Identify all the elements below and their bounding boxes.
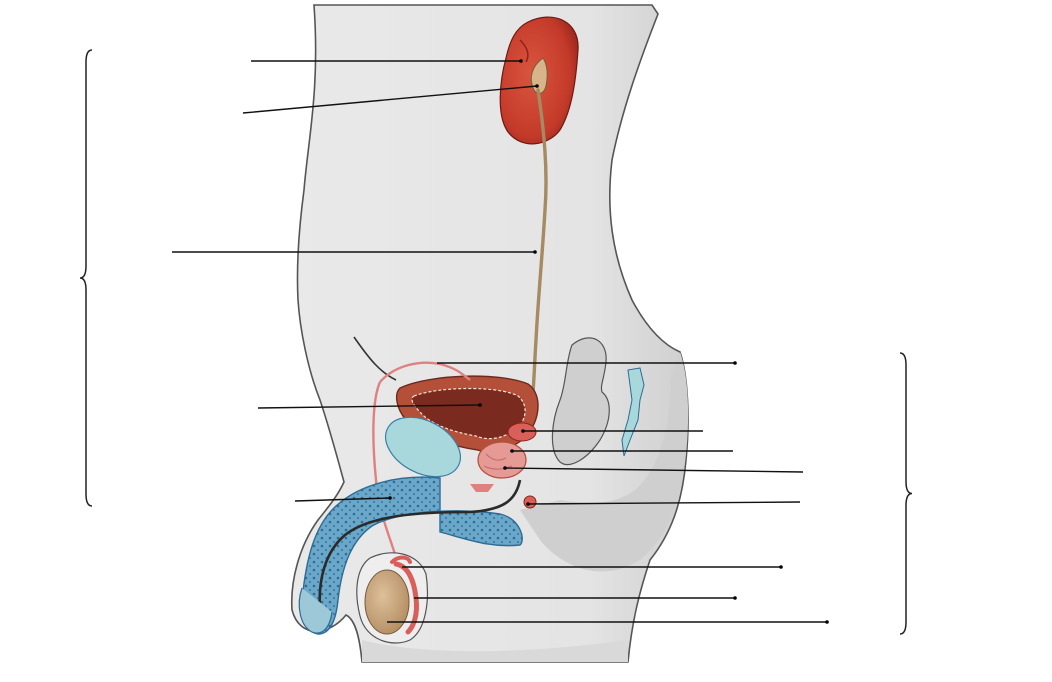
leader-vas-deferens-lower-anchor: [733, 596, 737, 600]
leader-bulbourethral-gland: [527, 501, 801, 505]
buttock-shadow: [520, 352, 689, 572]
brackets: [79, 49, 913, 635]
leader-prostate: [504, 467, 804, 473]
leader-urethra-anchor: [388, 496, 392, 500]
leader-renal-pelvis-anchor: [535, 84, 539, 88]
leader-bulbourethral-gland-anchor: [526, 502, 530, 506]
sacrum: [551, 337, 645, 466]
leader-renal-pelvis: [242, 85, 538, 114]
leader-urethra: [294, 497, 391, 502]
glans-penis: [298, 587, 333, 634]
corpus-cavernosum: [300, 476, 523, 635]
leader-vas-deferens-upper-anchor: [733, 361, 737, 365]
ureter: [528, 88, 548, 417]
organs: [298, 16, 645, 644]
prostate-lobules: [483, 453, 513, 470]
vas-deferens-upper: [379, 361, 471, 383]
bladder-lumen: [411, 387, 526, 440]
urogenital-diaphragm: [470, 484, 494, 492]
leader-kidney-anchor: [519, 59, 523, 63]
leader-bladder: [257, 404, 481, 409]
penis: [298, 476, 523, 635]
bracket-urinary: [79, 49, 93, 507]
pubic-symphysis: [385, 416, 461, 478]
leader-epididymis-anchor: [779, 565, 783, 569]
coccyx-bone: [621, 367, 645, 457]
kidney: [499, 16, 579, 145]
bracket-reproductive: [899, 352, 913, 635]
renal-calyx: [519, 39, 529, 63]
peritoneum-line: [353, 336, 397, 381]
bulbourethral-gland: [523, 495, 537, 509]
epididymis-head: [390, 555, 412, 564]
leader-prostate-anchor: [503, 466, 507, 470]
sacrum-bone: [551, 337, 610, 466]
thigh-shadow: [362, 640, 628, 662]
leader-seminal-vesicle-anchor: [521, 429, 525, 433]
leader-bladder-anchor: [478, 403, 482, 407]
leader-lines: [172, 59, 829, 624]
testis: [364, 569, 410, 635]
leader-testis-anchor: [825, 620, 829, 624]
leader-ejaculatory-duct-anchor: [510, 449, 514, 453]
urethra: [318, 479, 522, 611]
vas-deferens-course: [372, 381, 400, 566]
leader-ureter-anchor: [533, 250, 537, 254]
renal-pelvis: [530, 57, 548, 94]
